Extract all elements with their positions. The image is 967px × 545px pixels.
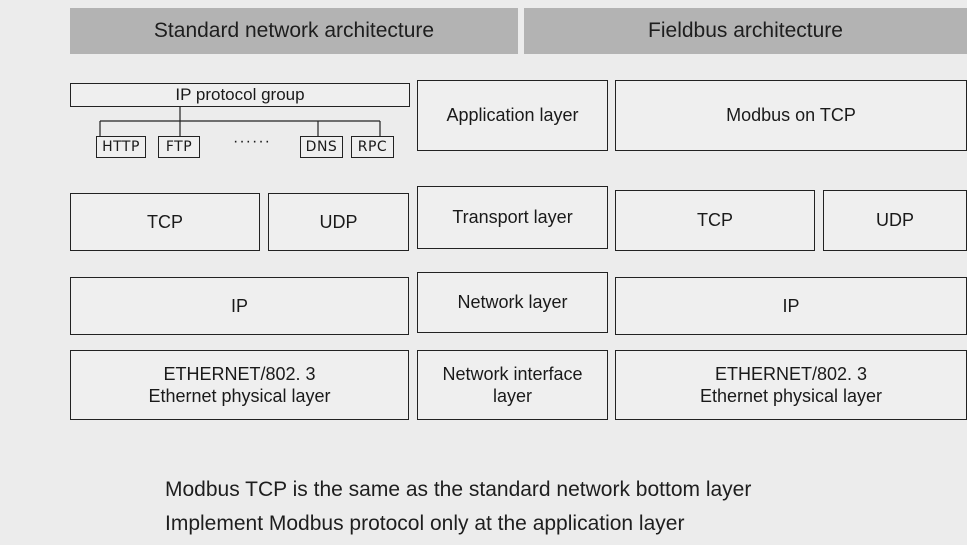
protocol-http: HTTP [96,136,146,158]
network-interface-layer-label-1: Network interface [442,363,583,384]
header-standard-architecture: Standard network architecture [70,8,518,54]
fieldbus-modbus-label: Modbus on TCP [726,105,856,126]
ip-protocol-group-box: IP protocol group [70,83,410,107]
network-interface-layer-box: Network interface layer [417,350,608,420]
standard-ip-label: IP [230,295,248,316]
fieldbus-ethernet-label-1: ETHERNET/802. 3 [714,363,868,384]
application-layer-label: Application layer [446,105,579,126]
note-bottom-layer: Modbus TCP is the same as the standard n… [165,478,752,501]
protocol-dns-label: DNS [305,139,338,155]
fieldbus-ethernet-box: ETHERNET/802. 3 Ethernet physical layer [615,350,967,420]
header-fieldbus-label: Fieldbus architecture [648,19,843,42]
protocol-ftp-label: FTP [165,139,193,155]
standard-tcp-box: TCP [70,193,260,251]
fieldbus-udp-box: UDP [823,190,967,251]
application-layer-box: Application layer [417,80,608,151]
standard-ethernet-label-2: Ethernet physical layer [148,386,331,406]
standard-tcp-label: TCP [147,211,183,232]
fieldbus-ip-box: IP [615,277,967,335]
fieldbus-tcp-box: TCP [615,190,815,251]
ip-protocol-group-label: IP protocol group [175,85,305,104]
transport-layer-label: Transport layer [452,207,573,228]
note-application-layer: Implement Modbus protocol only at the ap… [165,512,685,535]
network-layer-box: Network layer [417,272,608,333]
standard-ethernet-box: ETHERNET/802. 3 Ethernet physical layer [70,350,409,420]
header-fieldbus-architecture: Fieldbus architecture [524,8,967,54]
standard-ethernet-label-1: ETHERNET/802. 3 [163,363,316,384]
fieldbus-modbus-box: Modbus on TCP [615,80,967,151]
protocol-rpc: RPC [351,136,394,158]
protocol-rpc-label: RPC [357,139,388,155]
fieldbus-udp-label: UDP [875,210,914,231]
protocol-ftp: FTP [158,136,200,158]
header-standard-label: Standard network architecture [153,19,435,42]
transport-layer-box: Transport layer [417,186,608,249]
protocol-http-label: HTTP [102,139,140,155]
network-interface-layer-label-2: layer [492,386,532,406]
fieldbus-ip-label: IP [782,295,800,316]
protocol-dns: DNS [300,136,343,158]
standard-ip-box: IP [70,277,409,335]
network-layer-label: Network layer [457,292,568,313]
fieldbus-tcp-label: TCP [697,210,733,231]
fieldbus-ethernet-label-2: Ethernet physical layer [699,386,883,406]
standard-udp-box: UDP [268,193,409,251]
standard-udp-label: UDP [319,211,358,232]
protocol-ellipsis: ······ [233,133,271,150]
